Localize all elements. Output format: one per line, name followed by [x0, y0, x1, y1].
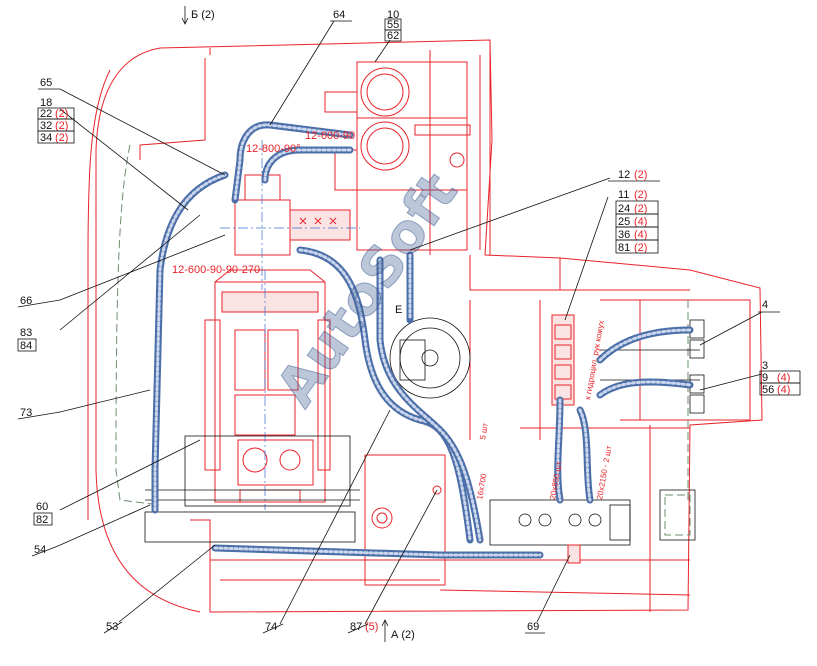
- callout-81-qty: (2): [634, 242, 647, 254]
- callout-60: 60: [36, 501, 48, 513]
- callout-25-qty: (4): [634, 216, 647, 228]
- engine-block: [204, 269, 331, 510]
- callout-87-qty: (5): [365, 621, 378, 633]
- callout-54: 54: [34, 544, 46, 556]
- callout-55: 55: [387, 19, 399, 31]
- callout-24: 24: [618, 203, 630, 215]
- callout-3: 3: [762, 360, 768, 372]
- callout-22-qty: (2): [55, 108, 68, 120]
- callout-34-qty: (2): [55, 132, 68, 144]
- hose-note-6: 20х2150 - 2 шт: [595, 445, 613, 501]
- pump-unit: [389, 317, 471, 399]
- hose-note-3: 12-600-90-90-270: [172, 264, 260, 276]
- callout-56: 56: [762, 384, 774, 396]
- view-marker-e: Е: [395, 304, 402, 316]
- chassis-frame: [87, 39, 763, 613]
- view-marker-a-label: А (2): [391, 629, 415, 641]
- engine-mount-frame: [144, 435, 360, 543]
- callout-11-qty: (2): [634, 189, 647, 201]
- filter-assembly: [220, 140, 360, 290]
- bottom-box: [364, 454, 446, 586]
- callout-10: 10: [387, 9, 399, 21]
- hose-note-4: 16х700: [475, 472, 489, 500]
- callout-34: 34: [40, 132, 52, 144]
- right-fittings: [600, 319, 705, 541]
- callout-81: 81: [618, 242, 630, 254]
- hose-note-8: 5 шт: [478, 422, 490, 440]
- hull-outline: [115, 144, 161, 506]
- callout-82: 82: [36, 514, 48, 526]
- view-marker-a: А (2): [381, 619, 415, 642]
- callout-64: 64: [333, 9, 345, 21]
- callout-66: 66: [20, 295, 32, 307]
- callout-65: 65: [40, 77, 52, 89]
- callout-12-qty: (2): [634, 169, 647, 181]
- callout-9: 9: [762, 372, 768, 384]
- callout-62: 62: [387, 30, 399, 42]
- callout-32: 32: [40, 120, 52, 132]
- view-marker-b-label: Б (2): [191, 9, 215, 21]
- callout-32-qty: (2): [55, 120, 68, 132]
- hose-note-1: 12-600-90: [305, 130, 355, 142]
- callout-73: 73: [20, 407, 32, 419]
- callout-12: 12: [618, 169, 630, 181]
- callout-84: 84: [20, 340, 32, 352]
- callout-labels: 64 10 55 62 65 18 22 (2) 32 (2) 34 (2) 1…: [17, 9, 801, 634]
- callout-25: 25: [618, 216, 630, 228]
- callout-36-qty: (4): [634, 229, 647, 241]
- callout-83: 83: [20, 327, 32, 339]
- hose-lines: [151, 121, 694, 559]
- callout-11: 11: [618, 189, 629, 201]
- callout-87: 87: [350, 621, 362, 633]
- callout-24-qty: (2): [634, 203, 647, 215]
- hose-note-2: 12-800-90°: [246, 143, 301, 155]
- callout-18: 18: [40, 97, 52, 109]
- distributor-valve: [489, 499, 631, 564]
- leader-lines: [57, 20, 763, 625]
- callout-4: 4: [762, 299, 768, 311]
- callout-74: 74: [265, 621, 277, 633]
- view-marker-b: Б (2): [181, 6, 215, 25]
- hydraulic-tank: [324, 61, 471, 251]
- callout-69: 69: [527, 621, 539, 633]
- callout-56-qty: (4): [777, 384, 790, 396]
- callout-36: 36: [618, 229, 630, 241]
- watermark-text: AutoSoft: [264, 161, 470, 417]
- callout-22: 22: [40, 108, 52, 120]
- callout-53: 53: [106, 621, 118, 633]
- control-lever-stack: [551, 314, 575, 406]
- callout-9-qty: (4): [777, 372, 790, 384]
